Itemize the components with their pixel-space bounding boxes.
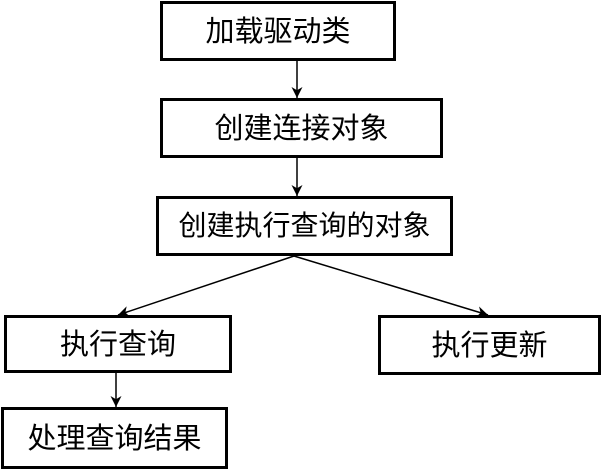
arrow-create-statement-to-execute-update bbox=[293, 255, 489, 318]
node-execute-update: 执行更新 bbox=[378, 315, 601, 375]
node-create-statement: 创建执行查询的对象 bbox=[156, 196, 453, 256]
node-load-driver: 加载驱动类 bbox=[160, 1, 396, 61]
node-execute-query: 执行查询 bbox=[4, 315, 232, 373]
node-create-statement-label: 创建执行查询的对象 bbox=[178, 209, 431, 242]
node-create-connection-label: 创建连接对象 bbox=[214, 110, 389, 145]
node-create-connection: 创建连接对象 bbox=[160, 98, 443, 158]
node-process-results-label: 处理查询结果 bbox=[27, 420, 202, 455]
node-process-results: 处理查询结果 bbox=[1, 407, 228, 469]
node-load-driver-label: 加载驱动类 bbox=[205, 13, 351, 48]
node-execute-query-label: 执行查询 bbox=[59, 326, 176, 361]
arrow-create-statement-to-execute-query bbox=[117, 255, 295, 317]
node-execute-update-label: 执行更新 bbox=[431, 327, 548, 362]
